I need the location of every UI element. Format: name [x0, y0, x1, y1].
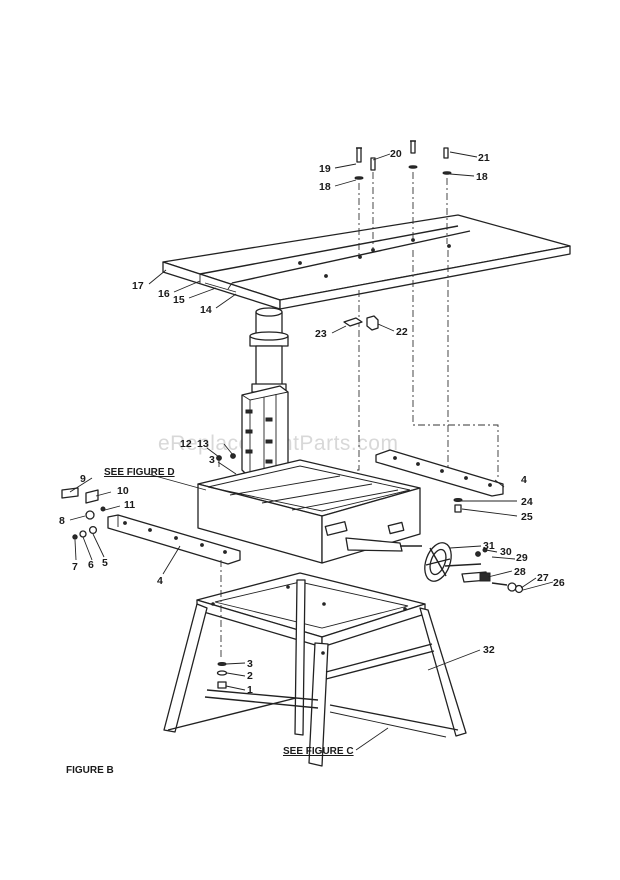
callout-14: 14	[200, 304, 212, 316]
callout-24: 24	[521, 496, 533, 508]
callout-12: 12	[180, 438, 192, 450]
callout-11: 11	[124, 499, 135, 511]
callout-8: 8	[59, 515, 65, 527]
callout-3: 3	[209, 454, 215, 466]
callout-19: 19	[319, 163, 331, 175]
callout-20: 20	[390, 148, 402, 160]
leader-lines	[69, 151, 554, 751]
figure-label: FIGURE B	[66, 765, 114, 776]
callout-3-lower: 3	[247, 658, 253, 670]
callout-1: 1	[247, 684, 253, 696]
see-figure-d-label: SEE FIGURE D	[104, 467, 175, 478]
top-screws	[354, 140, 452, 180]
callout-6: 6	[88, 559, 94, 571]
callout-4-right: 4	[521, 474, 527, 486]
callout-31: 31	[483, 540, 495, 552]
column-assembly	[241, 307, 289, 479]
callout-5: 5	[102, 557, 108, 569]
crank-assembly	[345, 537, 524, 594]
stand	[163, 572, 467, 767]
see-figure-c-label: SEE FIGURE C	[283, 746, 354, 757]
callout-28: 28	[514, 566, 526, 578]
trunnion-bracket	[343, 315, 379, 331]
callout-18-right: 18	[476, 171, 488, 183]
callout-22: 22	[396, 326, 408, 338]
callout-29: 29	[516, 552, 528, 564]
callout-27: 27	[537, 572, 549, 584]
callout-13: 13	[197, 438, 209, 450]
callout-10: 10	[117, 485, 129, 497]
callout-17: 17	[132, 280, 144, 292]
stand-hardware	[216, 560, 228, 689]
callout-2: 2	[247, 670, 253, 682]
table-top	[162, 214, 571, 310]
rail-left	[107, 514, 241, 565]
rail-right	[375, 449, 504, 497]
callout-25: 25	[521, 511, 533, 523]
callout-labels: 19 18 20 21 18 17 16 15 14 23 22 12 13 3…	[59, 148, 565, 776]
callout-32: 32	[483, 644, 495, 656]
callout-18-left: 18	[319, 181, 331, 193]
callout-21: 21	[478, 152, 490, 164]
callout-30: 30	[500, 546, 512, 558]
left-hardware	[61, 487, 106, 540]
callout-4-left: 4	[157, 575, 163, 587]
callout-15: 15	[173, 294, 185, 306]
callout-9: 9	[80, 473, 86, 485]
callout-23: 23	[315, 328, 327, 340]
callout-7: 7	[72, 561, 78, 573]
callout-26: 26	[553, 577, 565, 589]
callout-16: 16	[158, 288, 170, 300]
